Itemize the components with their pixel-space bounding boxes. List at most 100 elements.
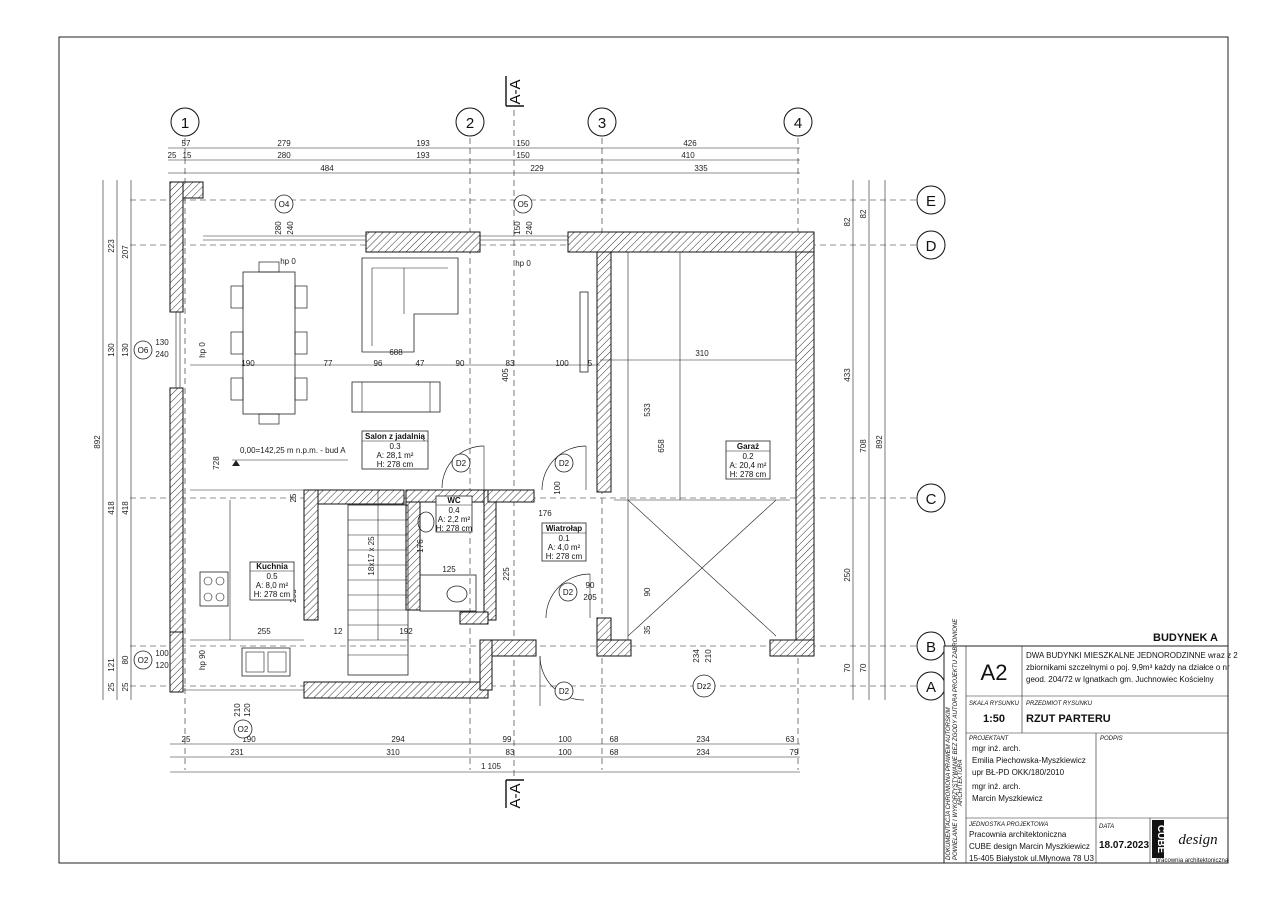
svg-text:Salon z jadalnią: Salon z jadalnią bbox=[365, 432, 426, 441]
svg-text:A-A: A-A bbox=[507, 79, 524, 104]
svg-text:176: 176 bbox=[416, 539, 425, 553]
room-label-garage: Garaż 0.2 A: 20,4 m² H: 278 cm bbox=[725, 440, 771, 480]
svg-text:100: 100 bbox=[558, 735, 572, 744]
svg-text:DOKUMENTACJA CHRONIONA PRAWEM: DOKUMENTACJA CHRONIONA PRAWEM AUTORSKIM bbox=[946, 707, 952, 860]
svg-text:120: 120 bbox=[155, 661, 169, 670]
svg-text:0.2: 0.2 bbox=[742, 452, 754, 461]
row-axis-C: C bbox=[916, 483, 946, 513]
svg-text:upr BŁ-PD OKK/180/2010: upr BŁ-PD OKK/180/2010 bbox=[972, 768, 1065, 777]
svg-text:D2: D2 bbox=[563, 588, 574, 597]
svg-text:D2: D2 bbox=[456, 459, 467, 468]
svg-text:80: 80 bbox=[121, 655, 130, 664]
section-marker-bottom: A-A bbox=[505, 779, 524, 809]
svg-text:255: 255 bbox=[257, 627, 271, 636]
svg-text:708: 708 bbox=[859, 439, 868, 453]
svg-text:63: 63 bbox=[786, 735, 795, 744]
svg-text:25: 25 bbox=[121, 682, 130, 691]
walls bbox=[169, 181, 815, 699]
svg-text:A: 2,2 m²: A: 2,2 m² bbox=[438, 515, 471, 524]
svg-text:100: 100 bbox=[155, 649, 169, 658]
svg-text:D: D bbox=[926, 238, 937, 255]
svg-text:H: 278 cm: H: 278 cm bbox=[546, 552, 583, 561]
svg-text:68: 68 bbox=[610, 748, 619, 757]
opening-D2-hall: D2 bbox=[558, 582, 578, 602]
svg-text:A: 8,0 m²: A: 8,0 m² bbox=[256, 581, 289, 590]
svg-text:90: 90 bbox=[586, 581, 595, 590]
svg-text:H: 278 cm: H: 278 cm bbox=[436, 524, 473, 533]
svg-text:PRZEDMIOT RYSUNKU: PRZEDMIOT RYSUNKU bbox=[1026, 701, 1093, 707]
svg-text:100: 100 bbox=[558, 748, 572, 757]
svg-text:POWIELANIE I WYKORZYSTYWANIE B: POWIELANIE I WYKORZYSTYWANIE BEZ ZGODY A… bbox=[953, 618, 959, 860]
svg-text:90: 90 bbox=[456, 359, 465, 368]
svg-text:JEDNOSTKA PROJEKTOWA: JEDNOSTKA PROJEKTOWA bbox=[968, 822, 1048, 828]
svg-text:geod. 204/72 w Ignatkach gm. J: geod. 204/72 w Ignatkach gm. Juchnowiec … bbox=[1026, 675, 1214, 684]
svg-text:A: 28,1 m²: A: 28,1 m² bbox=[377, 451, 414, 460]
svg-text:70: 70 bbox=[859, 663, 868, 672]
right-dimension-chains: 82 433 250 70 82 708 70 892 bbox=[843, 180, 886, 700]
bottom-dimension-chains: 25 190 294 99 100 68 234 63 231 310 83 1… bbox=[170, 735, 800, 773]
svg-text:15: 15 bbox=[183, 151, 192, 160]
door-swings bbox=[441, 445, 591, 706]
svg-text:mgr inż. arch.: mgr inż. arch. bbox=[972, 782, 1020, 791]
svg-text:Kuchnia: Kuchnia bbox=[256, 562, 288, 571]
svg-text:25: 25 bbox=[289, 493, 298, 502]
svg-text:426: 426 bbox=[683, 139, 697, 148]
svg-text:121: 121 bbox=[107, 658, 116, 672]
row-axis-E: E bbox=[916, 185, 946, 215]
svg-text:Dz2: Dz2 bbox=[697, 682, 712, 691]
window-lines bbox=[175, 235, 568, 691]
svg-text:418: 418 bbox=[121, 501, 130, 515]
svg-text:533: 533 bbox=[643, 403, 652, 417]
svg-text:ARCHITEKTURA: ARCHITEKTURA bbox=[958, 759, 964, 807]
svg-text:CUBE design Marcin Myszkiewicz: CUBE design Marcin Myszkiewicz bbox=[969, 842, 1090, 851]
svg-text:3: 3 bbox=[598, 115, 606, 132]
svg-text:57: 57 bbox=[182, 139, 191, 148]
section-marker-top: A-A bbox=[505, 76, 524, 107]
svg-text:410: 410 bbox=[681, 151, 695, 160]
svg-text:Marcin Myszkiewicz: Marcin Myszkiewicz bbox=[972, 794, 1043, 803]
scale-value: 1:50 bbox=[983, 713, 1005, 725]
svg-text:279: 279 bbox=[277, 139, 291, 148]
svg-text:E: E bbox=[926, 193, 936, 210]
svg-text:77: 77 bbox=[324, 359, 333, 368]
svg-text:82: 82 bbox=[843, 217, 852, 226]
svg-text:176: 176 bbox=[538, 509, 552, 518]
svg-text:pracownia architektoniczna: pracownia architektoniczna bbox=[1156, 858, 1229, 864]
svg-text:150: 150 bbox=[513, 221, 522, 235]
svg-text:79: 79 bbox=[790, 748, 799, 757]
svg-text:Emilia Piechowska-Myszkiewicz: Emilia Piechowska-Myszkiewicz bbox=[972, 756, 1086, 765]
opening-D2-salon: D2 bbox=[451, 453, 471, 473]
svg-text:193: 193 bbox=[416, 139, 430, 148]
svg-text:280: 280 bbox=[274, 221, 283, 235]
svg-text:2: 2 bbox=[466, 115, 474, 132]
svg-text:335: 335 bbox=[694, 164, 708, 173]
column-axis-1: 1 bbox=[170, 107, 200, 137]
opening-O6: O6 bbox=[133, 340, 153, 360]
svg-text:294: 294 bbox=[391, 735, 405, 744]
opening-O5: O5 bbox=[513, 194, 533, 214]
svg-text:15-405 Białystok ul.Młynowa 78: 15-405 Białystok ul.Młynowa 78 U3 bbox=[969, 854, 1095, 863]
svg-text:150: 150 bbox=[516, 139, 530, 148]
column-axis-4: 4 bbox=[783, 107, 813, 137]
top-dimension-chains: 57 279 193 150 426 25 15 280 193 150 410… bbox=[168, 139, 800, 174]
svg-text:100: 100 bbox=[555, 359, 569, 368]
row-axis-D: D bbox=[916, 230, 946, 260]
svg-text:68: 68 bbox=[610, 735, 619, 744]
svg-text:O4: O4 bbox=[279, 200, 290, 209]
svg-text:90: 90 bbox=[643, 587, 652, 596]
title-block: BUDYNEK A A2 DWA BUDYNKI MIESZKALNE JEDN… bbox=[943, 618, 1238, 864]
svg-text:hp 0: hp 0 bbox=[280, 257, 296, 266]
svg-text:Garaż: Garaż bbox=[737, 442, 759, 451]
svg-text:H: 278 cm: H: 278 cm bbox=[254, 590, 291, 599]
svg-text:150: 150 bbox=[516, 151, 530, 160]
svg-text:83: 83 bbox=[506, 359, 515, 368]
staircase bbox=[347, 490, 409, 676]
svg-text:25: 25 bbox=[107, 682, 116, 691]
svg-text:892: 892 bbox=[875, 435, 884, 449]
svg-text:H: 278 cm: H: 278 cm bbox=[730, 470, 767, 479]
room-label-kitchen: Kuchnia 0.5 A: 8,0 m² H: 278 cm bbox=[249, 561, 295, 601]
svg-text:120: 120 bbox=[243, 703, 252, 717]
svg-text:240: 240 bbox=[155, 350, 169, 359]
row-axis-B: B bbox=[916, 631, 946, 661]
svg-text:1: 1 bbox=[181, 115, 189, 132]
